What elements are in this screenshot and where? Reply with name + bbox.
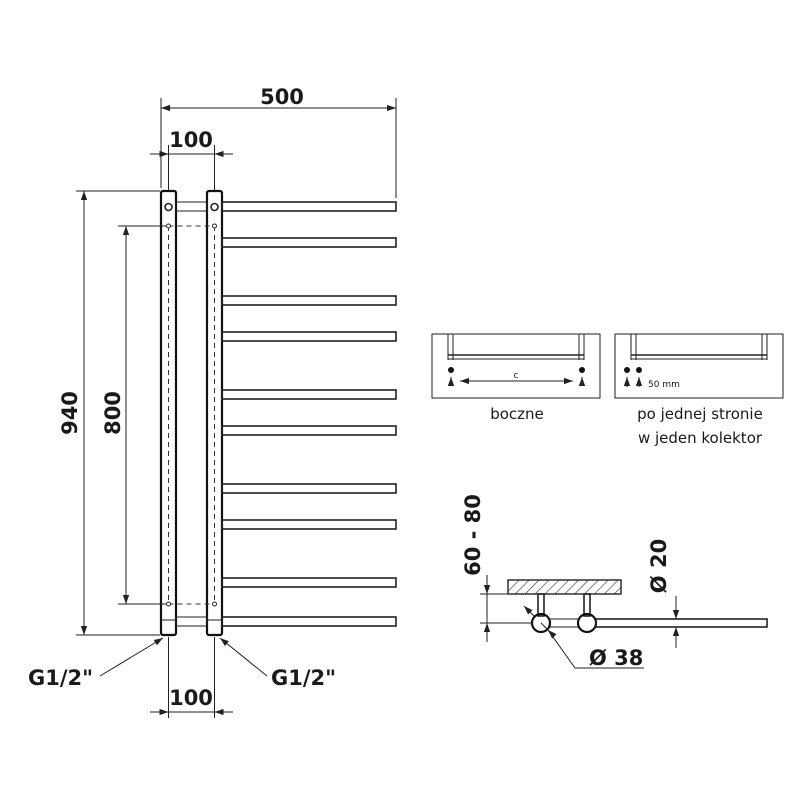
inlet-dot-icon — [624, 367, 630, 373]
dimension-connection-spacing: 800 — [101, 391, 125, 435]
dimension-bar-diameter: Ø 20 — [647, 539, 671, 593]
inlet-dot-icon — [448, 367, 454, 373]
dimension-total-width: 500 — [260, 85, 304, 109]
dimension-wall-distance: 60 - 80 — [461, 494, 485, 576]
top-view: 60 - 80 Ø 20 Ø 38 — [461, 494, 768, 670]
towel-bar — [221, 237, 397, 248]
towel-bars — [221, 201, 397, 627]
front-view: 500 100 940 800 100 G1/2" G1/2" — [28, 85, 397, 718]
towel-bar — [221, 519, 397, 530]
one-side-offset-label: 50 mm — [648, 380, 680, 390]
towel-bar — [221, 425, 397, 436]
right-collector — [205, 189, 224, 637]
one-side-connection-label-line2: w jeden kolektor — [638, 429, 763, 447]
side-spacing-label: c — [514, 371, 519, 381]
towel-bar — [221, 577, 397, 588]
towel-bar — [221, 616, 397, 627]
towel-bar — [221, 295, 397, 306]
left-connection-thread: G1/2" — [28, 666, 93, 690]
side-connection-label: boczne — [490, 405, 544, 423]
wall-section — [507, 579, 622, 595]
towel-bar — [221, 483, 397, 494]
dimension-collector-diameter: Ø 38 — [589, 646, 643, 670]
outlet-dot-icon — [579, 367, 585, 373]
dimension-collector-spacing-top: 100 — [169, 128, 213, 152]
connection-option-one-side: 50 mm po jednej stronie w jeden kolektor — [614, 333, 784, 447]
towel-bar — [221, 201, 397, 212]
one-side-connection-label-line1: po jednej stronie — [637, 405, 763, 423]
left-collector — [159, 189, 178, 637]
right-vent-plug-icon — [210, 202, 219, 212]
towel-bar — [221, 331, 397, 342]
dimension-total-height: 940 — [58, 391, 82, 435]
right-connection-thread: G1/2" — [271, 666, 336, 690]
bar-section — [595, 618, 768, 628]
dimension-collector-spacing-bottom: 100 — [169, 686, 213, 710]
left-vent-plug-icon — [164, 202, 173, 212]
outlet-dot-icon — [636, 367, 642, 373]
towel-bar — [221, 389, 397, 400]
connection-option-side: c boczne — [431, 333, 601, 423]
